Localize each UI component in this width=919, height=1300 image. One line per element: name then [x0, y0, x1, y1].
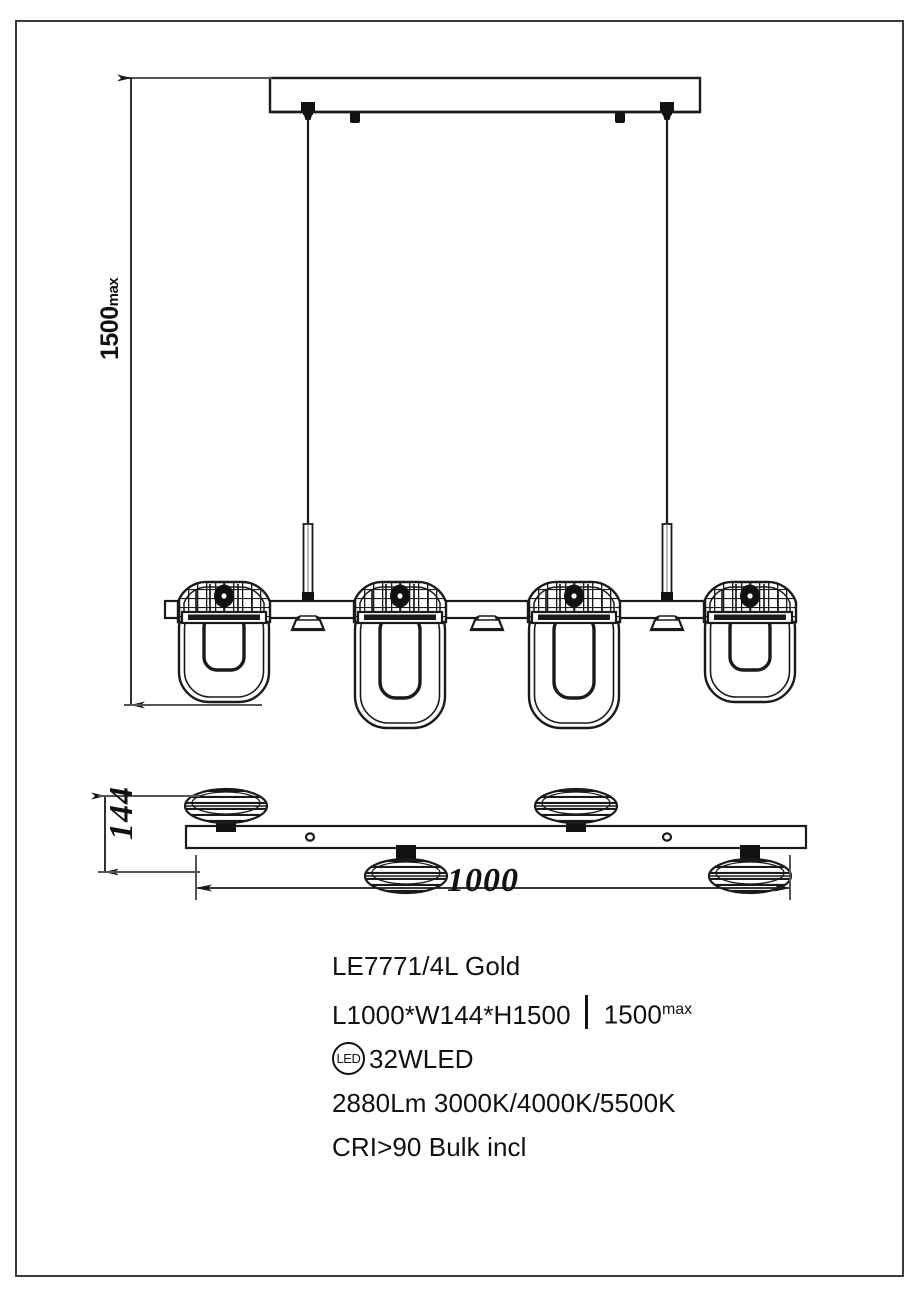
dimension-height-suffix: max	[105, 277, 122, 307]
product-spec-block: LE7771/4L Gold L1000*W144*H1500 1500max …	[332, 944, 802, 1169]
spec-drop: 1500max	[604, 988, 692, 1037]
spec-drop-value: 1500	[603, 999, 662, 1030]
spec-model: LE7771/4L Gold	[332, 951, 521, 981]
dimension-label-depth: 144	[103, 786, 140, 840]
dimension-label-height: 1500max	[96, 230, 126, 360]
dimension-height-value: 1500	[96, 306, 124, 360]
led-icon: LED	[332, 1042, 365, 1076]
spec-drop-suffix: max	[661, 1001, 693, 1018]
spec-dimensions: L1000*W144*H1500	[332, 999, 571, 1030]
spec-divider	[584, 994, 588, 1029]
dimension-label-length: 1000	[447, 862, 519, 899]
spec-dimensions-row: L1000*W144*H1500 1500max	[332, 988, 802, 1037]
spec-cri-bulb: CRI>90 Bulk incl	[332, 1131, 527, 1162]
spec-lumens-cct: 2880Lm 3000K/4000K/5500K	[332, 1087, 676, 1118]
spec-wattage: 32WLED	[369, 1043, 474, 1074]
spec-wattage-row: LED 32WLED	[332, 1037, 802, 1081]
